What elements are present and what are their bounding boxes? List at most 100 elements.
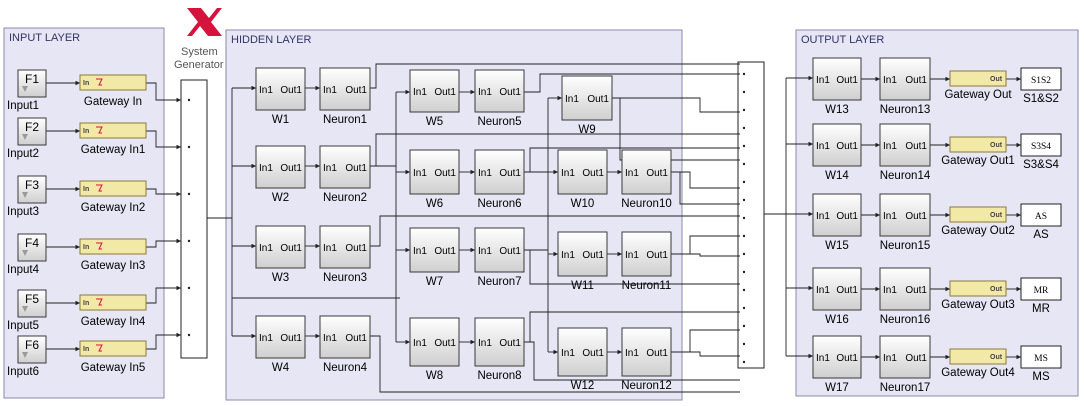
input-mux-block[interactable] [180, 79, 208, 359]
out-port-label: Out1 [280, 243, 302, 254]
scope-caption: S1&S2 [1023, 93, 1059, 105]
block-body [474, 227, 525, 273]
out-port-label: Out1 [582, 250, 604, 261]
mux-port-dot [742, 144, 746, 148]
gateway-caption: Gateway Out4 [941, 367, 1015, 379]
in-port-label: In1 [816, 141, 830, 152]
in-port-label: In1 [883, 353, 897, 364]
out-port-label: Out1 [434, 168, 456, 179]
xilinx-mini-icon [96, 184, 103, 192]
block-body [255, 315, 306, 359]
gateway-body [79, 294, 147, 311]
in-port-label: In1 [478, 246, 492, 257]
out-port-label: Out1 [499, 168, 521, 179]
gateway-body [949, 136, 1007, 153]
block-body [812, 123, 862, 167]
scope-caption: MS [1032, 371, 1050, 383]
mux-port-dot [742, 234, 746, 238]
arrow-down-icon [22, 250, 28, 256]
scope-body [1020, 345, 1062, 369]
block-caption: Neuron16 [880, 314, 931, 326]
source-label: F6 [25, 338, 39, 352]
block-body [561, 75, 613, 121]
xilinx-mini-icon [96, 242, 103, 250]
in-port-label: In1 [323, 163, 337, 174]
out-port-label: Out1 [905, 141, 927, 152]
mux-port-dot [742, 180, 746, 184]
system-generator-block[interactable]: System Generator [174, 8, 224, 71]
block-body [557, 231, 608, 277]
input-caption: Input2 [7, 148, 39, 160]
xilinx-mini-icon [96, 78, 103, 86]
source-body [17, 335, 47, 364]
out-port-label: Out1 [582, 168, 604, 179]
mux-port-dot [742, 306, 746, 310]
mux-port-dot [742, 216, 746, 220]
gateway-caption: Gateway Out1 [941, 155, 1015, 167]
gateway-caption: Gateway In3 [81, 260, 146, 272]
arrow-down-icon [22, 352, 28, 358]
mux-port-dot [187, 239, 191, 243]
gateway-tag: In [83, 128, 89, 135]
in-port-label: In1 [323, 333, 337, 344]
block-body [557, 327, 608, 377]
block-body [879, 193, 931, 237]
output-mux-block[interactable] [737, 61, 765, 369]
